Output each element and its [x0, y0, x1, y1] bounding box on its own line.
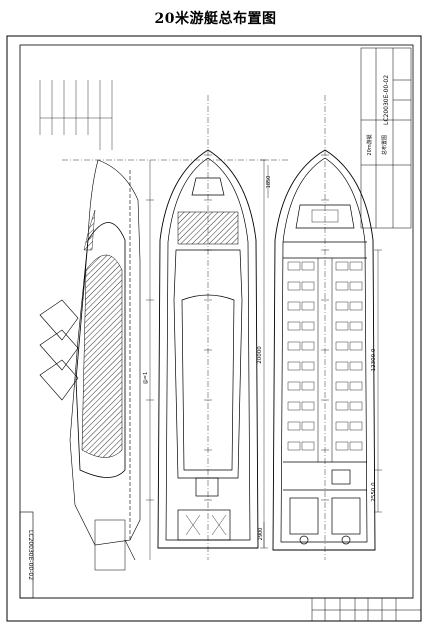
aft-length-label: 2550.0 — [371, 482, 377, 502]
overall-length-label: 20000 — [257, 346, 263, 364]
title-block-project: 20m游艇 — [366, 134, 373, 155]
page-title: 20米游艇总布置图 — [154, 11, 277, 27]
stern-width-label: 2900 — [258, 528, 264, 541]
frame-ticks — [204, 154, 329, 501]
side-profile-dims — [146, 160, 154, 560]
cabin-length-label: 12300.0 — [371, 348, 377, 371]
title-block-number: LC20030E-00-02 — [383, 75, 390, 125]
frame-spacing-label: @=1 — [143, 372, 149, 384]
bottom-title-block — [20, 597, 421, 621]
right-title-block — [360, 47, 412, 229]
spec-table — [39, 80, 113, 150]
side-profile-view — [39, 159, 141, 571]
center-lines — [62, 95, 326, 560]
drawing-number: LC20030E-00-02 — [27, 530, 34, 580]
lower-deck-plan — [272, 149, 376, 551]
drawing-number-box — [19, 511, 34, 599]
top-deck-plan — [157, 149, 259, 549]
sheet-border — [6, 35, 422, 622]
seat-rows — [287, 261, 363, 451]
title-block-drawing-name: 总布置图 — [381, 135, 388, 155]
frame-border — [19, 44, 414, 599]
lower-deck-dimensions — [260, 159, 382, 549]
bow-width-label: 1850 — [266, 176, 272, 189]
